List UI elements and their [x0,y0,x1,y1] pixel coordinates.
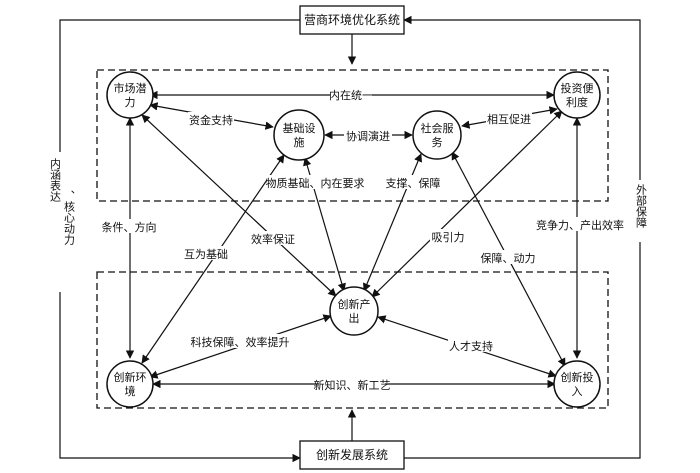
svg-text:科技保障、效率提升: 科技保障、效率提升 [191,335,290,349]
edge-label-xianghu: 相互促进 [486,111,532,126]
svg-text:内涵表达: 内涵表达 [49,157,62,202]
edge-label-zhicheng: 支撑、保障 [383,175,443,190]
edge-label-neizaitong: 内在统一 [329,87,373,102]
innovation-development-system-box: 创新发展系统 [299,440,405,470]
svg-text:相互促进: 相互促进 [487,112,531,126]
svg-text:新知识、新工艺: 新知识、新工艺 [314,378,391,392]
svg-text:协调演进: 协调演进 [346,129,390,143]
svg-text:物质基础、内在要求: 物质基础、内在要求 [266,176,365,190]
svg-text:投资便: 投资便 [561,81,594,95]
innovation-group [96,271,609,409]
svg-text:社会服: 社会服 [421,121,454,135]
edge-label-xiyin: 吸引力 [430,229,466,244]
svg-text:施: 施 [294,136,305,149]
svg-text:入: 入 [572,385,583,398]
node-innovation-input: 创新投 入 [553,360,601,408]
svg-text:内在统一: 内在统一 [329,88,373,102]
svg-text:竞争力、产出效率: 竞争力、产出效率 [536,218,624,232]
svg-text:吸引力: 吸引力 [432,230,465,244]
svg-text:效率保证: 效率保证 [251,232,295,246]
node-innovation-output: 创新产 出 [329,286,379,336]
svg-text:互为基础: 互为基础 [184,248,228,261]
svg-text:支撑、保障: 支撑、保障 [386,176,441,190]
edge-label-huwei: 互为基础 [183,246,229,261]
svg-text:出: 出 [349,311,360,325]
edge-social-output [363,153,422,292]
node-infrastructure: 基础设 施 [273,109,325,161]
svg-text:人才支持: 人才支持 [449,339,493,353]
svg-text:利度: 利度 [566,95,588,109]
svg-text:力: 力 [125,96,136,109]
edge-label-wuzhi: 物质基础、内在要求 [266,175,365,190]
svg-text:创新产: 创新产 [338,297,371,311]
svg-text:资金支持: 资金支持 [189,113,233,127]
svg-text:外部保障: 外部保障 [635,184,648,228]
edge-label-keji: 科技保障、效率提升 [191,334,290,349]
edge-label-tiaojian: 条件、方向 [100,219,158,234]
svg-text:创新投: 创新投 [561,370,594,384]
svg-text:创新环: 创新环 [114,370,147,384]
node-innovation-environment: 创新环 境 [106,360,154,408]
edge-label-zijin: 资金支持 [188,112,234,127]
svg-text:保障、动力: 保障、动力 [481,251,536,265]
node-investment-facilitation: 投资便 利度 [553,71,601,119]
edge-label-xietiao: 协调演进 [344,128,392,143]
svg-text:境: 境 [125,384,136,398]
edge-label-xinzhishi: 新知识、新工艺 [314,377,391,392]
edge-label-baozhang: 保障、动力 [480,250,536,265]
node-social-services: 社会服 务 [412,110,462,160]
svg-text:条件、方向: 条件、方向 [102,220,157,234]
edge-label-xiaolv: 效率保证 [250,231,296,246]
business-environment-system-box: 营商环境优化系统 [299,5,405,35]
business-environment-group [96,69,609,202]
right-side-label: 外部保障 [632,180,650,242]
svg-text:市场潜: 市场潜 [114,81,147,95]
svg-text:、核心动力: 、核心动力 [63,190,76,245]
edge-label-jingzheng: 竞争力、产出效率 [536,217,624,232]
svg-text:基础设: 基础设 [283,122,316,135]
svg-text:务: 务 [432,136,443,149]
edge-label-rencai: 人才支持 [448,338,494,353]
node-market-potential: 市场潜 力 [106,71,154,119]
left-side-label: 内涵表达 、核心动力 [48,152,76,292]
svg-text:创新发展系统: 创新发展系统 [316,447,388,462]
svg-text:营商环境优化系统: 营商环境优化系统 [304,12,400,27]
